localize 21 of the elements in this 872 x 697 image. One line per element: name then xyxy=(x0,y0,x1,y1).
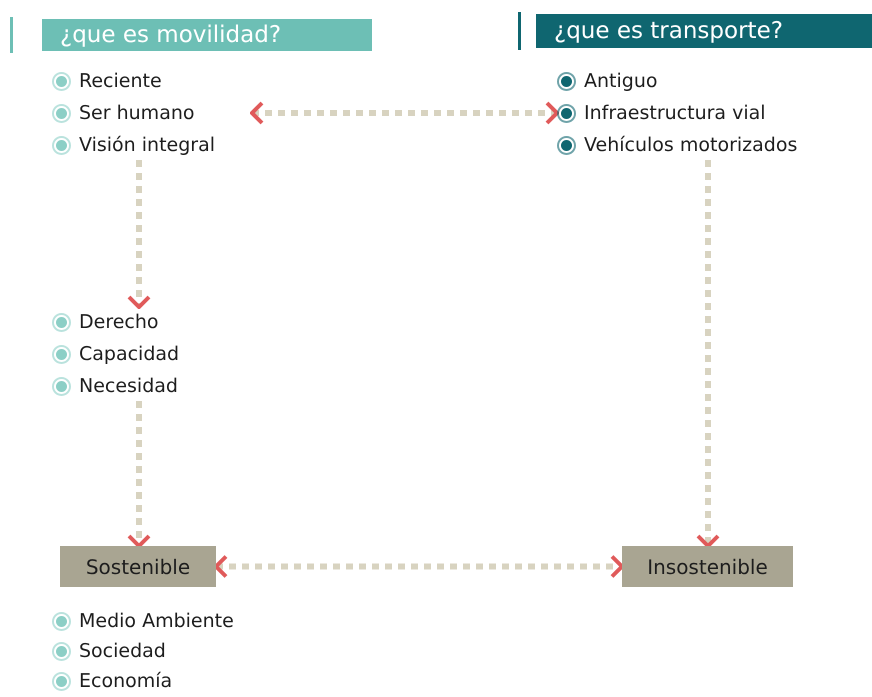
dotted-arrow xyxy=(250,101,559,125)
list-item: Sociedad xyxy=(79,640,166,662)
list-item: Capacidad xyxy=(79,343,180,365)
list-item: Derecho xyxy=(79,311,159,333)
list-item: Ser humano xyxy=(79,102,195,124)
list-item: Vehículos motorizados xyxy=(584,134,798,156)
section-header: ¿que es transporte? xyxy=(536,14,872,48)
dotted-arrow xyxy=(127,160,151,309)
list-item: Infraestructura vial xyxy=(584,102,766,124)
section-header: ¿que es movilidad? xyxy=(42,19,372,51)
list-item: Reciente xyxy=(79,70,162,92)
label-box: Sostenible xyxy=(60,546,216,587)
label-box: Insostenible xyxy=(622,546,793,587)
dotted-arrow xyxy=(214,554,624,578)
dotted-arrow xyxy=(696,160,720,548)
list-item: Necesidad xyxy=(79,375,178,397)
list-item: Antiguo xyxy=(584,70,658,92)
list-item: Visión integral xyxy=(79,134,215,156)
dotted-arrow xyxy=(127,401,151,548)
list-item: Economía xyxy=(79,670,172,692)
list-item: Medio Ambiente xyxy=(79,610,234,632)
